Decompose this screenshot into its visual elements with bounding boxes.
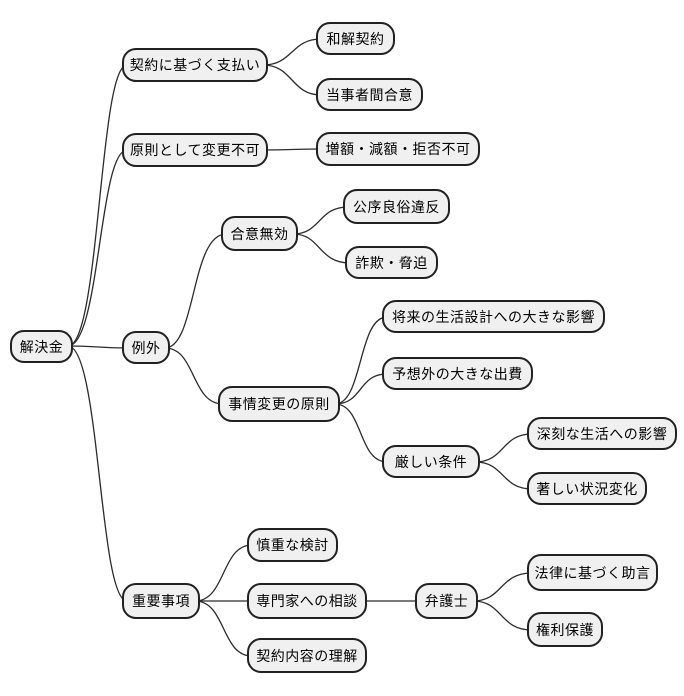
node-public-order-violation: 公序良俗違反 <box>343 189 450 224</box>
node-rights-protection: 権利保護 <box>527 612 603 647</box>
node-agreement-invalid: 合意無効 <box>221 216 298 251</box>
connector-circumstances-unexpected-expense <box>334 373 388 405</box>
connector-root-important-matters <box>67 345 128 602</box>
connector-root-exceptions <box>67 345 128 349</box>
node-no-increase-decrease-refusal: 増額・減額・拒否不可 <box>316 132 480 166</box>
node-legal-advice: 法律に基づく助言 <box>527 554 658 591</box>
connector-lawyer-rights-protection <box>472 600 533 631</box>
node-future-life-plan-impact: 将来の生活設計への大きな影響 <box>382 300 605 333</box>
connector-strict-significant-change <box>474 461 533 490</box>
connector-lawyer-legal-advice <box>472 572 533 602</box>
node-exceptions: 例外 <box>122 331 170 364</box>
connector-exceptions-agreement-invalid <box>164 233 227 349</box>
node-settlement-money: 解決金 <box>10 330 73 363</box>
node-contract-content-understanding: 契約内容の理解 <box>247 638 367 673</box>
connector-important-understanding <box>194 600 253 657</box>
node-significant-situation-change: 著しい状況変化 <box>527 472 647 505</box>
node-lawyer: 弁護士 <box>415 583 478 619</box>
connector-payment-party-agreement <box>262 64 322 96</box>
connector-invalid-public-order <box>292 206 349 235</box>
connector-important-careful <box>194 544 253 602</box>
connector-strict-serious-impact <box>474 433 533 463</box>
node-strict-conditions: 厳しい条件 <box>382 445 480 478</box>
connector-circumstances-strict-conditions <box>334 403 388 463</box>
node-no-change-in-principle: 原則として変更不可 <box>122 133 268 167</box>
node-important-matters: 重要事項 <box>122 583 200 619</box>
node-careful-consideration: 慎重な検討 <box>247 528 338 562</box>
node-fraud-coercion: 詐欺・脅迫 <box>345 246 438 279</box>
node-expert-consultation: 専門家への相談 <box>247 583 367 619</box>
connector-no-change-no-refusal <box>262 148 322 151</box>
node-party-agreement: 当事者間合意 <box>316 78 423 111</box>
node-unexpected-large-expense: 予想外の大きな出費 <box>382 357 533 390</box>
connector-exceptions-changed-circumstances <box>164 347 224 405</box>
connector-payment-settlement-contract <box>262 38 322 66</box>
node-contract-based-payment: 契約に基づく支払い <box>122 48 268 82</box>
node-settlement-contract: 和解契約 <box>316 22 395 55</box>
connector-root-contract-payment <box>67 64 128 347</box>
node-serious-life-impact: 深刻な生活への影響 <box>527 417 677 450</box>
connector-root-no-change <box>67 149 128 347</box>
connector-circumstances-future-impact <box>334 316 388 405</box>
node-changed-circumstances-principle: 事情変更の原則 <box>218 386 340 422</box>
connector-invalid-fraud <box>292 233 351 264</box>
